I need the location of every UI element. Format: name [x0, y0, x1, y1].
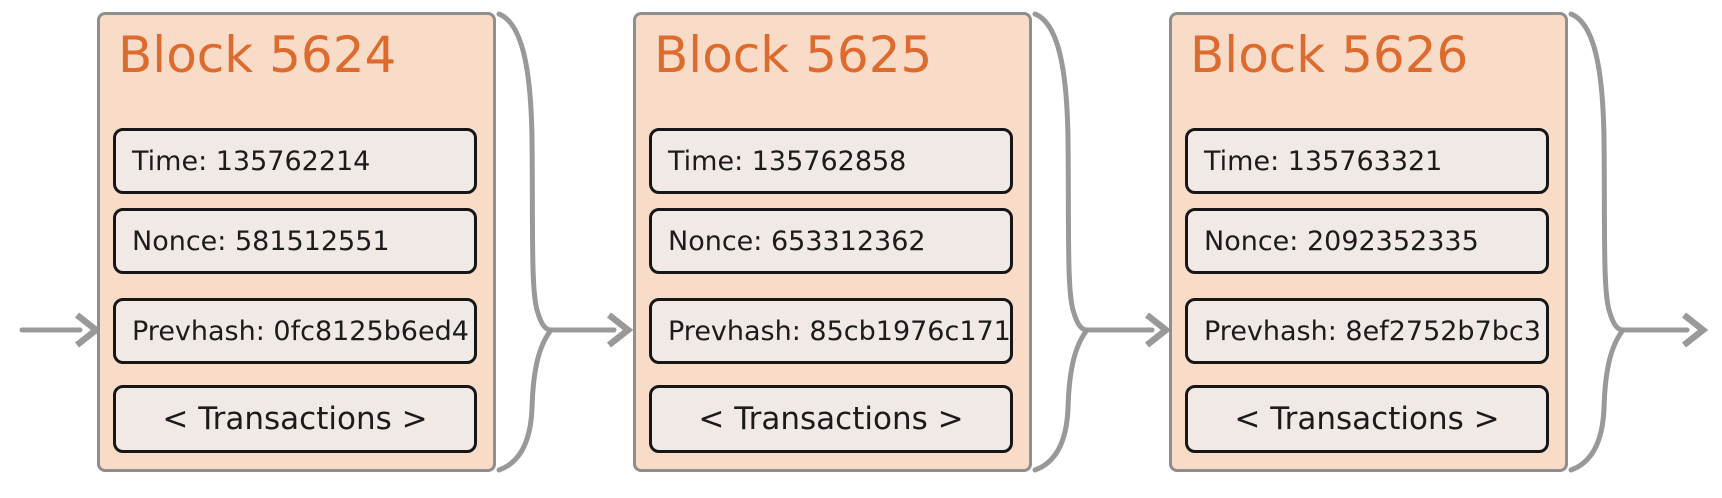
- time-field: Time: 135762214: [113, 128, 477, 194]
- block-title: Block 5624: [118, 26, 397, 84]
- block-5625: Block 5625 Time: 135762858 Nonce: 653312…: [633, 12, 1032, 472]
- prevhash-field: Prevhash: 85cb1976c171: [649, 298, 1013, 364]
- nonce-field: Nonce: 653312362: [649, 208, 1013, 274]
- transactions-field: < Transactions >: [113, 385, 477, 453]
- hash-connector-block-5624: [496, 11, 634, 473]
- incoming-chain-arrow: [19, 312, 102, 348]
- time-field: Time: 135762858: [649, 128, 1013, 194]
- prevhash-field: Prevhash: 0fc8125b6ed4: [113, 298, 477, 364]
- hash-connector-block-5625: [1032, 11, 1172, 473]
- transactions-field: < Transactions >: [1185, 385, 1549, 453]
- hash-connector-block-5626: [1568, 11, 1709, 473]
- time-field: Time: 135763321: [1185, 128, 1549, 194]
- block-title: Block 5625: [654, 26, 933, 84]
- nonce-field: Nonce: 581512551: [113, 208, 477, 274]
- nonce-field: Nonce: 2092352335: [1185, 208, 1549, 274]
- block-5624: Block 5624 Time: 135762214 Nonce: 581512…: [97, 12, 496, 472]
- block-title: Block 5626: [1190, 26, 1469, 84]
- prevhash-field: Prevhash: 8ef2752b7bc3: [1185, 298, 1549, 364]
- transactions-field: < Transactions >: [649, 385, 1013, 453]
- block-5626: Block 5626 Time: 135763321 Nonce: 209235…: [1169, 12, 1568, 472]
